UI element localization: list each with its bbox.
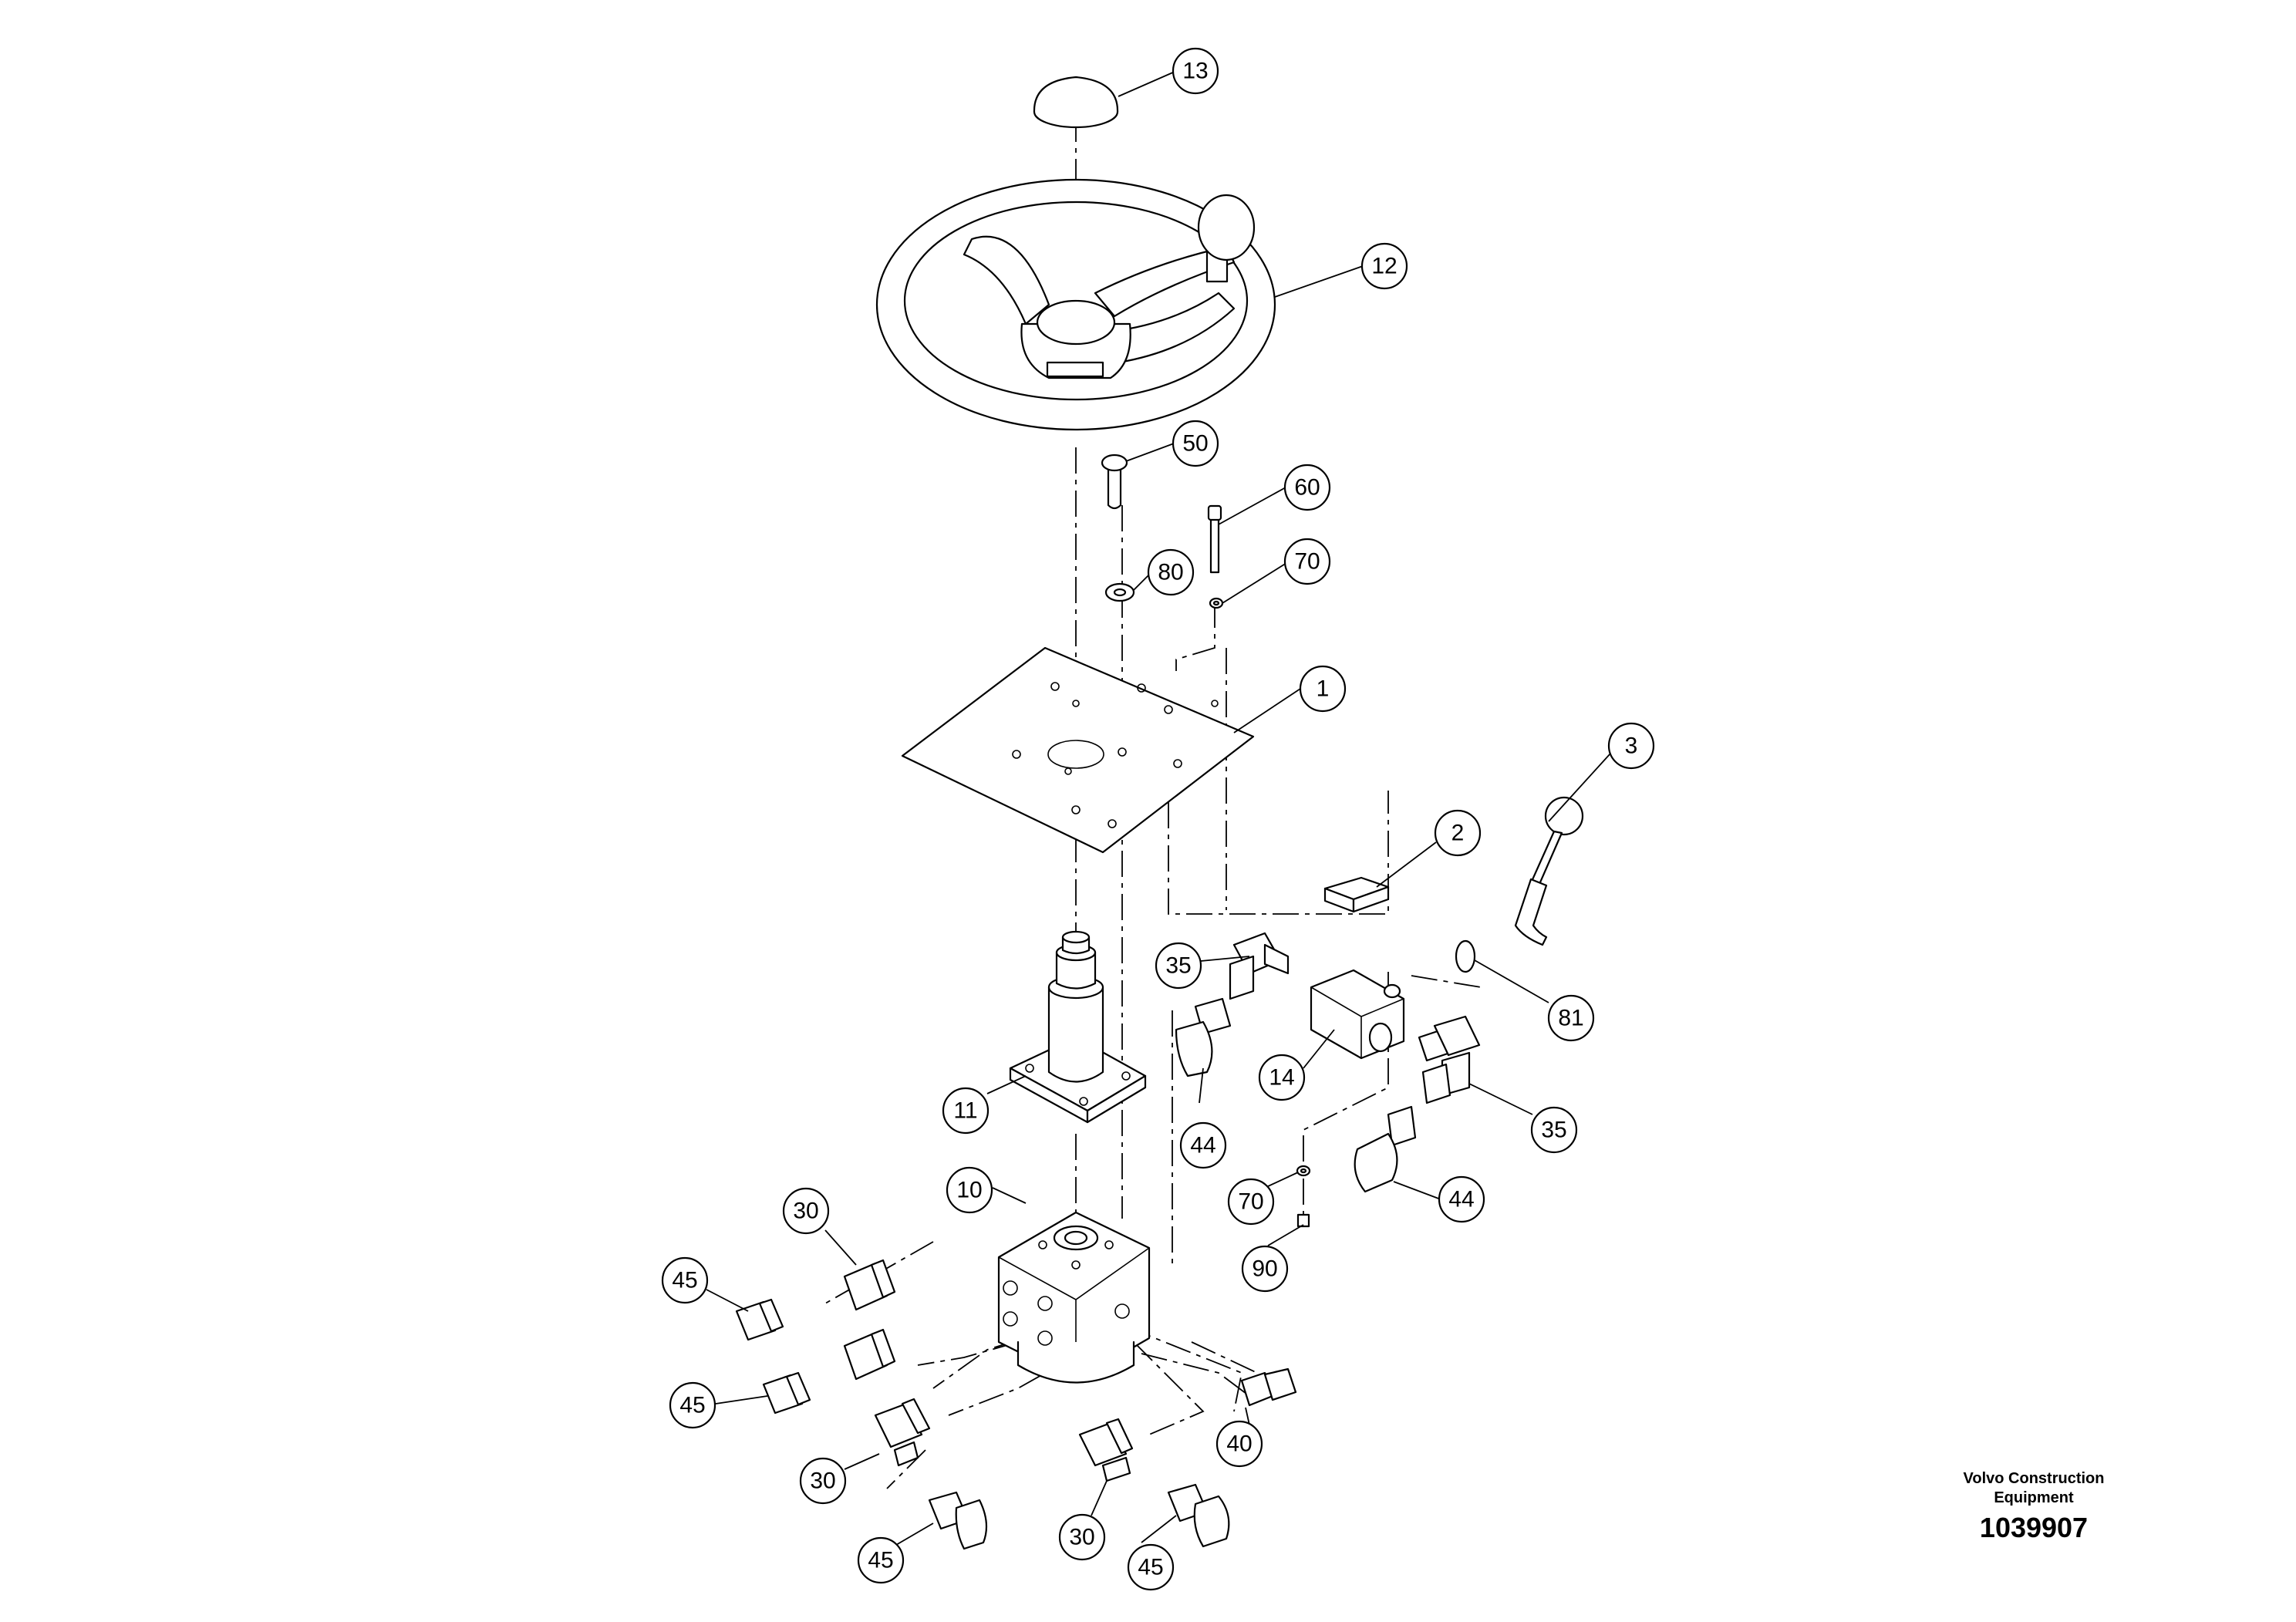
svg-text:45: 45 <box>679 1393 705 1418</box>
lever-part-3 <box>1514 796 1584 946</box>
valve-block-part-14 <box>1310 969 1405 1060</box>
horn-cap-part <box>1033 76 1119 129</box>
svg-text:35: 35 <box>1541 1118 1566 1143</box>
callout-30-top: 30 <box>782 1187 830 1235</box>
callout-12: 12 <box>1360 242 1408 290</box>
callout-1: 1 <box>1299 665 1347 713</box>
nut-part-90 <box>1296 1213 1310 1228</box>
svg-text:10: 10 <box>956 1178 982 1203</box>
svg-text:60: 60 <box>1294 475 1320 501</box>
washer-part-70-bottom <box>1296 1165 1311 1177</box>
svg-text:40: 40 <box>1226 1431 1252 1457</box>
callout-11: 11 <box>942 1087 990 1135</box>
callout-44-left: 44 <box>1179 1121 1227 1169</box>
callout-70-top: 70 <box>1283 538 1331 585</box>
svg-text:45: 45 <box>1138 1555 1163 1580</box>
fitting-part-45-mid <box>762 1371 811 1415</box>
elbow-fitting-part-35-right <box>1418 1015 1481 1104</box>
svg-text:13: 13 <box>1182 59 1208 84</box>
elbow-fitting-part-35-left <box>1229 932 1290 1000</box>
callout-30-left: 30 <box>799 1457 847 1505</box>
callout-10: 10 <box>946 1166 993 1214</box>
fitting-part-45-bottom-left <box>928 1491 988 1550</box>
callouts: 13 12 50 60 80 70 1 3 2 35 81 14 11 35 4… <box>661 47 1655 1591</box>
svg-text:3: 3 <box>1625 733 1638 759</box>
washer-part-81 <box>1455 939 1476 973</box>
svg-text:11: 11 <box>953 1098 977 1124</box>
callout-45-bottom-right: 45 <box>1127 1543 1175 1591</box>
callout-70-bottom: 70 <box>1227 1178 1275 1226</box>
elbow-fitting-part-44-left <box>1175 997 1232 1077</box>
washer-part-70-top <box>1209 597 1224 609</box>
svg-text:81: 81 <box>1558 1006 1583 1031</box>
brand-line-1: Volvo Construction <box>1963 1470 2105 1487</box>
adapter-part-30-top <box>843 1259 896 1311</box>
callout-44-right: 44 <box>1438 1175 1485 1223</box>
leader-lines <box>706 71 1611 1551</box>
callout-45-mid: 45 <box>669 1381 716 1429</box>
svg-text:80: 80 <box>1158 560 1183 585</box>
callout-40: 40 <box>1215 1420 1263 1468</box>
svg-text:90: 90 <box>1252 1256 1277 1282</box>
svg-text:12: 12 <box>1371 254 1397 279</box>
callout-80: 80 <box>1147 548 1195 596</box>
svg-text:70: 70 <box>1294 549 1320 575</box>
fitting-part-45-bottom-right <box>1167 1483 1230 1548</box>
callout-2: 2 <box>1434 809 1482 857</box>
callout-3: 3 <box>1607 722 1655 770</box>
brand-line-2: Equipment <box>1994 1489 2074 1506</box>
svg-text:44: 44 <box>1190 1133 1215 1158</box>
svg-text:45: 45 <box>672 1268 697 1293</box>
callout-13: 13 <box>1172 47 1219 95</box>
svg-text:30: 30 <box>1069 1525 1094 1550</box>
manufacturer-label: Volvo Construction Equipment <box>1918 1469 2149 1508</box>
svg-text:45: 45 <box>868 1548 893 1573</box>
adapter-part-30-left <box>874 1398 931 1467</box>
svg-text:1: 1 <box>1317 676 1330 702</box>
bracket-part-2 <box>1323 876 1390 913</box>
steering-unit-part-10 <box>997 1211 1151 1384</box>
callout-90: 90 <box>1241 1245 1289 1293</box>
adapter-part-30-mid <box>843 1328 896 1381</box>
callout-45-top: 45 <box>661 1256 709 1304</box>
callout-35-left: 35 <box>1155 942 1202 990</box>
callout-35-right: 35 <box>1530 1106 1578 1154</box>
steering-column-part-11 <box>1009 930 1147 1124</box>
svg-text:30: 30 <box>793 1199 818 1224</box>
steering-wheel-part <box>875 178 1276 431</box>
svg-text:14: 14 <box>1269 1065 1294 1091</box>
svg-text:50: 50 <box>1182 431 1208 457</box>
svg-text:2: 2 <box>1451 821 1465 846</box>
mounting-plate-part <box>901 646 1255 854</box>
callout-30-bottom: 30 <box>1058 1513 1106 1561</box>
washer-part-80 <box>1104 582 1135 602</box>
callout-81: 81 <box>1547 994 1595 1042</box>
screw-part-60 <box>1207 504 1222 574</box>
document-number: 1039907 <box>1979 1512 2089 1543</box>
svg-text:30: 30 <box>810 1469 835 1494</box>
svg-text:70: 70 <box>1238 1189 1263 1215</box>
callout-14: 14 <box>1258 1054 1306 1101</box>
svg-text:35: 35 <box>1165 953 1191 979</box>
adapter-part-30-bottom <box>1078 1418 1134 1482</box>
fitting-part-40 <box>1240 1367 1297 1407</box>
fitting-part-45-top <box>735 1298 784 1341</box>
callout-50: 50 <box>1172 420 1219 467</box>
svg-text:44: 44 <box>1448 1187 1474 1212</box>
callout-60: 60 <box>1283 464 1331 511</box>
callout-45-bottom-left: 45 <box>857 1536 905 1584</box>
bolt-part-50 <box>1101 454 1128 510</box>
elbow-fitting-part-44-right <box>1354 1105 1417 1193</box>
